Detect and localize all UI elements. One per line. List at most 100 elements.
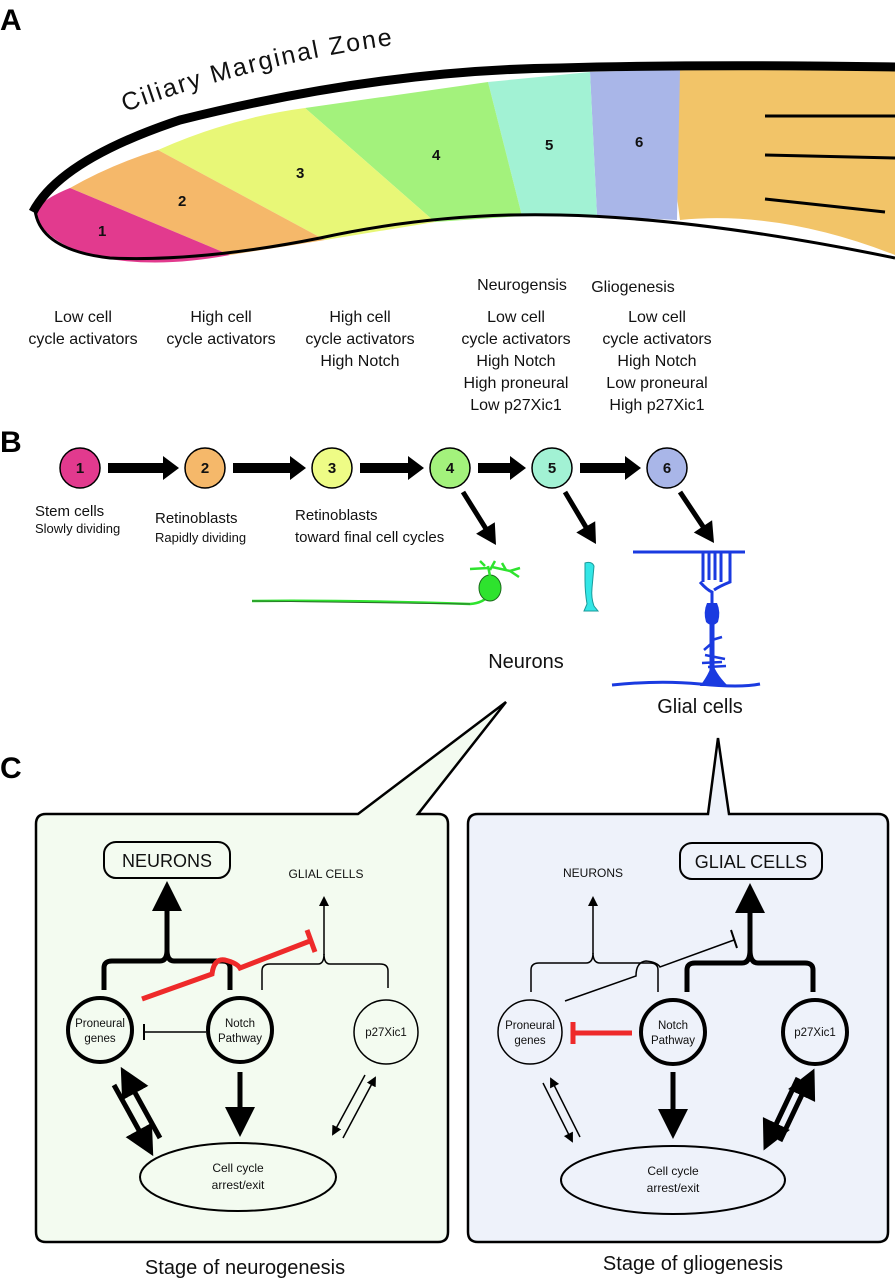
lineage-node-5 — [531, 447, 573, 489]
lineage-node-3 — [311, 447, 353, 489]
zone-description-line: High proneural — [464, 375, 569, 392]
zone-description-line: Low p27Xic1 — [470, 397, 562, 414]
gliogenesis-header: Gliogenesis — [591, 279, 675, 296]
zone-description-line: cycle activators — [461, 331, 570, 348]
notch-label: Pathway — [651, 1035, 695, 1047]
neurons-target-box — [103, 841, 231, 879]
gliogenesis-caption: Stage of gliogenesis — [603, 1253, 783, 1275]
panel-b-letter: B — [0, 426, 22, 459]
lineage-node-number: 6 — [663, 460, 671, 477]
progression-arrow — [360, 456, 424, 480]
zone-5 — [488, 72, 597, 216]
cell-cycle-label: arrest/exit — [212, 1178, 265, 1192]
cell-cycle-node — [139, 1142, 337, 1212]
panel-a-letter: A — [0, 4, 22, 37]
notch-pathway-node — [206, 996, 274, 1064]
zone-number-2: 2 — [178, 193, 186, 210]
p27xic1-label: p27Xic1 — [794, 1027, 836, 1039]
cmz-upper-outline — [29, 61, 895, 215]
notch-label: Notch — [658, 1020, 688, 1032]
zone-3 — [158, 108, 435, 240]
neurogenesis-header: Neurogensis — [477, 277, 567, 294]
proneural-label: Proneural — [505, 1020, 555, 1032]
proneural-genes-node — [66, 996, 134, 1064]
stage-label-subtitle: Rapidly dividing — [155, 530, 246, 545]
zone-description-line: Low cell — [487, 309, 545, 326]
proneural-label: Proneural — [75, 1018, 125, 1030]
cell-cycle-label: Cell cycle — [212, 1161, 264, 1175]
lineage-node-6 — [646, 447, 688, 489]
zone-description-line: Low cell — [54, 309, 112, 326]
zone-description-line: Low cell — [628, 309, 686, 326]
zone-number-5: 5 — [545, 137, 553, 154]
glial-cells-target-label: GLIAL CELLS — [695, 852, 807, 872]
notch-label: Pathway — [218, 1033, 262, 1045]
proneural-label: genes — [84, 1033, 116, 1045]
cell-cycle-node — [560, 1145, 786, 1215]
neurogenesis-network: NEURONS GLIAL CELLS Proneural genes Notc… — [66, 841, 419, 1212]
lineage-node-number: 2 — [201, 460, 209, 477]
muller-glia-illustration — [611, 550, 761, 688]
zone-1 — [35, 188, 230, 263]
glial-cells-target-label: GLIAL CELLS — [289, 867, 364, 881]
stage-label-title: Retinoblasts — [295, 507, 378, 524]
stage-label-title: Retinoblasts — [155, 510, 238, 527]
p27xic1-label: p27Xic1 — [365, 1027, 407, 1039]
zone-description-line: cycle activators — [305, 331, 414, 348]
zone-number-4: 4 — [432, 147, 441, 164]
neurogenesis-callout — [34, 701, 507, 1244]
proneural-label: genes — [514, 1035, 546, 1047]
zone-description-line: cycle activators — [166, 331, 275, 348]
retina-layer-line — [764, 153, 895, 160]
differentiation-arrow — [460, 490, 496, 545]
zone-descriptions: Neurogensis Gliogenesis Low cell cycle ac… — [28, 277, 711, 414]
gliogenesis-callout — [466, 737, 890, 1244]
zone-description-line: cycle activators — [28, 331, 137, 348]
zone-description-line: High cell — [190, 309, 251, 326]
p27xic1-node — [353, 999, 419, 1065]
notch-label: Notch — [225, 1018, 255, 1030]
lineage-node-1 — [59, 447, 101, 489]
lineage-node-number: 1 — [76, 460, 84, 477]
zone-description-line: cycle activators — [602, 331, 711, 348]
neuron-illustration — [251, 560, 521, 606]
zone-description-line: High cell — [329, 309, 390, 326]
lineage-node-number: 3 — [328, 460, 336, 477]
stage-label-subtitle: toward final cell cycles — [295, 529, 444, 546]
neurons-target-label: NEURONS — [122, 851, 212, 871]
zone-number-1: 1 — [98, 223, 106, 240]
neurons-target-label: NEURONS — [563, 866, 623, 880]
ciliary-marginal-zone-diagram: 1 2 3 4 5 6 Ciliary Marginal Zone — [29, 23, 895, 263]
gliogenesis-network: NEURONS GLIAL CELLS Proneural genes Notc… — [497, 842, 849, 1215]
differentiation-arrow — [677, 490, 714, 543]
cell-cycle-label: arrest/exit — [647, 1181, 700, 1195]
retina-layer-line — [764, 197, 886, 214]
zone-description-line: Low proneural — [606, 375, 707, 392]
zone-number-3: 3 — [296, 165, 304, 182]
proneural-genes-node — [497, 999, 563, 1065]
lineage-node-2 — [184, 447, 226, 489]
cmz-lower-outline — [33, 209, 895, 261]
panel-c-letter: C — [0, 752, 22, 785]
lineage-node-number: 4 — [446, 460, 455, 477]
differentiation-arrow — [562, 490, 596, 544]
p27xic1-node — [781, 998, 849, 1066]
progression-arrow — [233, 456, 306, 480]
neurogenesis-caption: Stage of neurogenesis — [145, 1257, 345, 1279]
glial-cells-target-box — [679, 842, 823, 880]
progression-arrow — [478, 456, 526, 480]
photoreceptor-illustration — [583, 561, 600, 612]
lineage-node-4 — [429, 447, 471, 489]
notch-pathway-node — [639, 998, 707, 1066]
zone-description-line: High p27Xic1 — [609, 397, 704, 414]
zone-2 — [70, 150, 325, 255]
zone-description-line: High Notch — [617, 353, 696, 370]
zone-6 — [590, 69, 680, 220]
zone-number-6: 6 — [635, 134, 643, 151]
progression-arrow — [108, 456, 179, 480]
neurons-label: Neurons — [488, 651, 564, 673]
zone-description-line: High Notch — [476, 353, 555, 370]
cell-cycle-label: Cell cycle — [647, 1164, 699, 1178]
